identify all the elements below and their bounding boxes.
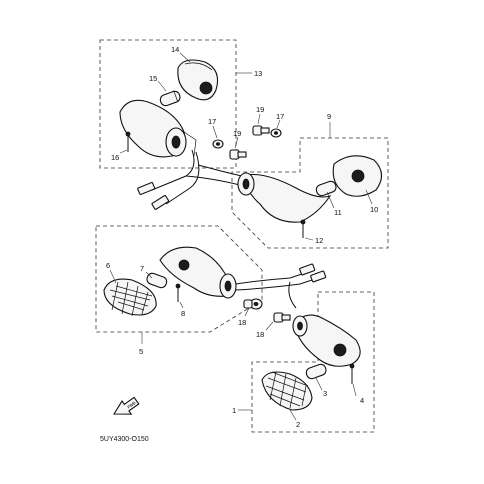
- bulb-15[interactable]: [159, 90, 182, 107]
- callout-10: 10: [370, 205, 378, 214]
- callout-5: 5: [139, 347, 143, 356]
- callout-1: 1: [232, 406, 236, 415]
- bulb-3[interactable]: [305, 363, 328, 380]
- group-9-boundary: [231, 137, 389, 249]
- group-13-boundary: [99, 39, 237, 169]
- wire-harness-13: [137, 149, 251, 210]
- housing-1[interactable]: [292, 314, 361, 367]
- assembly-group-13: 14 15 16 13: [99, 39, 262, 169]
- callout-19-left: 19: [233, 129, 241, 138]
- group-1-boundary: [251, 291, 375, 433]
- callout-13: 13: [254, 69, 262, 78]
- bulb-11[interactable]: [315, 180, 338, 197]
- washer-17-left[interactable]: [212, 139, 224, 149]
- callout-17-right: 17: [276, 112, 284, 121]
- callout-9: 9: [327, 112, 331, 121]
- forward-arrow-label: FWD: [126, 400, 136, 409]
- bolt-18-right[interactable]: [273, 312, 291, 323]
- callout-3: 3: [323, 389, 327, 398]
- callout-18-left: 18: [238, 318, 246, 327]
- screw-16[interactable]: [125, 131, 131, 152]
- housing-5[interactable]: [159, 246, 237, 299]
- diagram-reference-code: 5UY4300-O150: [100, 436, 149, 443]
- callout-7: 7: [140, 264, 144, 273]
- callout-2: 2: [296, 420, 300, 429]
- group-5-boundary: [95, 225, 263, 333]
- washer-17-right[interactable]: [270, 128, 282, 138]
- assembly-group-9: 9 11 10 12: [231, 112, 389, 249]
- callout-16: 16: [111, 153, 119, 162]
- forward-arrow-icon: FWD: [113, 396, 140, 415]
- callout-8: 8: [181, 309, 185, 318]
- callout-18-right: 18: [256, 330, 264, 339]
- callout-17-left: 17: [208, 117, 216, 126]
- screw-4[interactable]: [349, 363, 355, 384]
- callout-12: 12: [315, 236, 323, 245]
- bolt-19-right[interactable]: [252, 125, 270, 136]
- callout-6: 6: [106, 261, 110, 270]
- bulb-7[interactable]: [146, 272, 169, 289]
- callout-4: 4: [360, 396, 364, 405]
- callout-15: 15: [149, 74, 157, 83]
- lens-2[interactable]: [261, 371, 313, 411]
- housing-13[interactable]: [119, 99, 197, 158]
- lens-14[interactable]: [177, 59, 219, 101]
- callout-19-right: 19: [256, 105, 264, 114]
- assembly-group-1: 1 3 4 2: [232, 291, 375, 433]
- housing-9[interactable]: [237, 172, 332, 223]
- screw-12[interactable]: [300, 219, 306, 238]
- bolt-18-left[interactable]: [243, 298, 263, 310]
- lens-6[interactable]: [103, 278, 157, 317]
- callout-11: 11: [334, 208, 342, 217]
- wire-harness-5: [235, 263, 327, 309]
- screw-8[interactable]: [175, 283, 181, 302]
- bolt-19-left[interactable]: [229, 149, 247, 160]
- lens-10[interactable]: [332, 155, 383, 197]
- assembly-group-5: 5 6 7 8: [95, 225, 263, 356]
- callout-14: 14: [171, 45, 179, 54]
